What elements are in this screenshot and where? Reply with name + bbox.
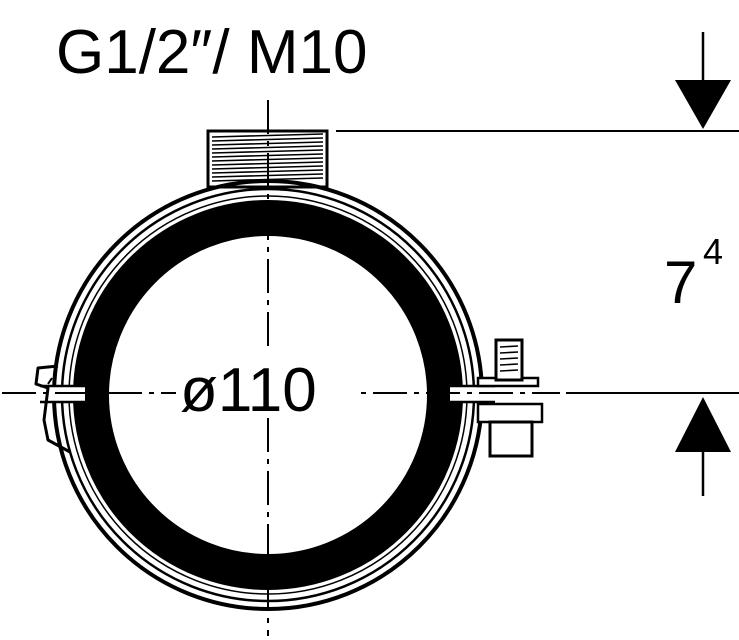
arrow-up-icon (675, 397, 731, 452)
offset-dimension-label: 7 (664, 249, 697, 316)
hinge-hook (34, 364, 71, 454)
arrow-down-icon (675, 80, 731, 129)
diameter-label-backdrop (176, 352, 358, 418)
diameter-label: ø110 (180, 356, 317, 425)
dimension-74 (336, 32, 739, 496)
offset-dimension-superscript: 4 (703, 231, 723, 272)
tightening-screw (476, 338, 544, 458)
thread-spec-label: G1/2″/ M10 (56, 18, 367, 87)
